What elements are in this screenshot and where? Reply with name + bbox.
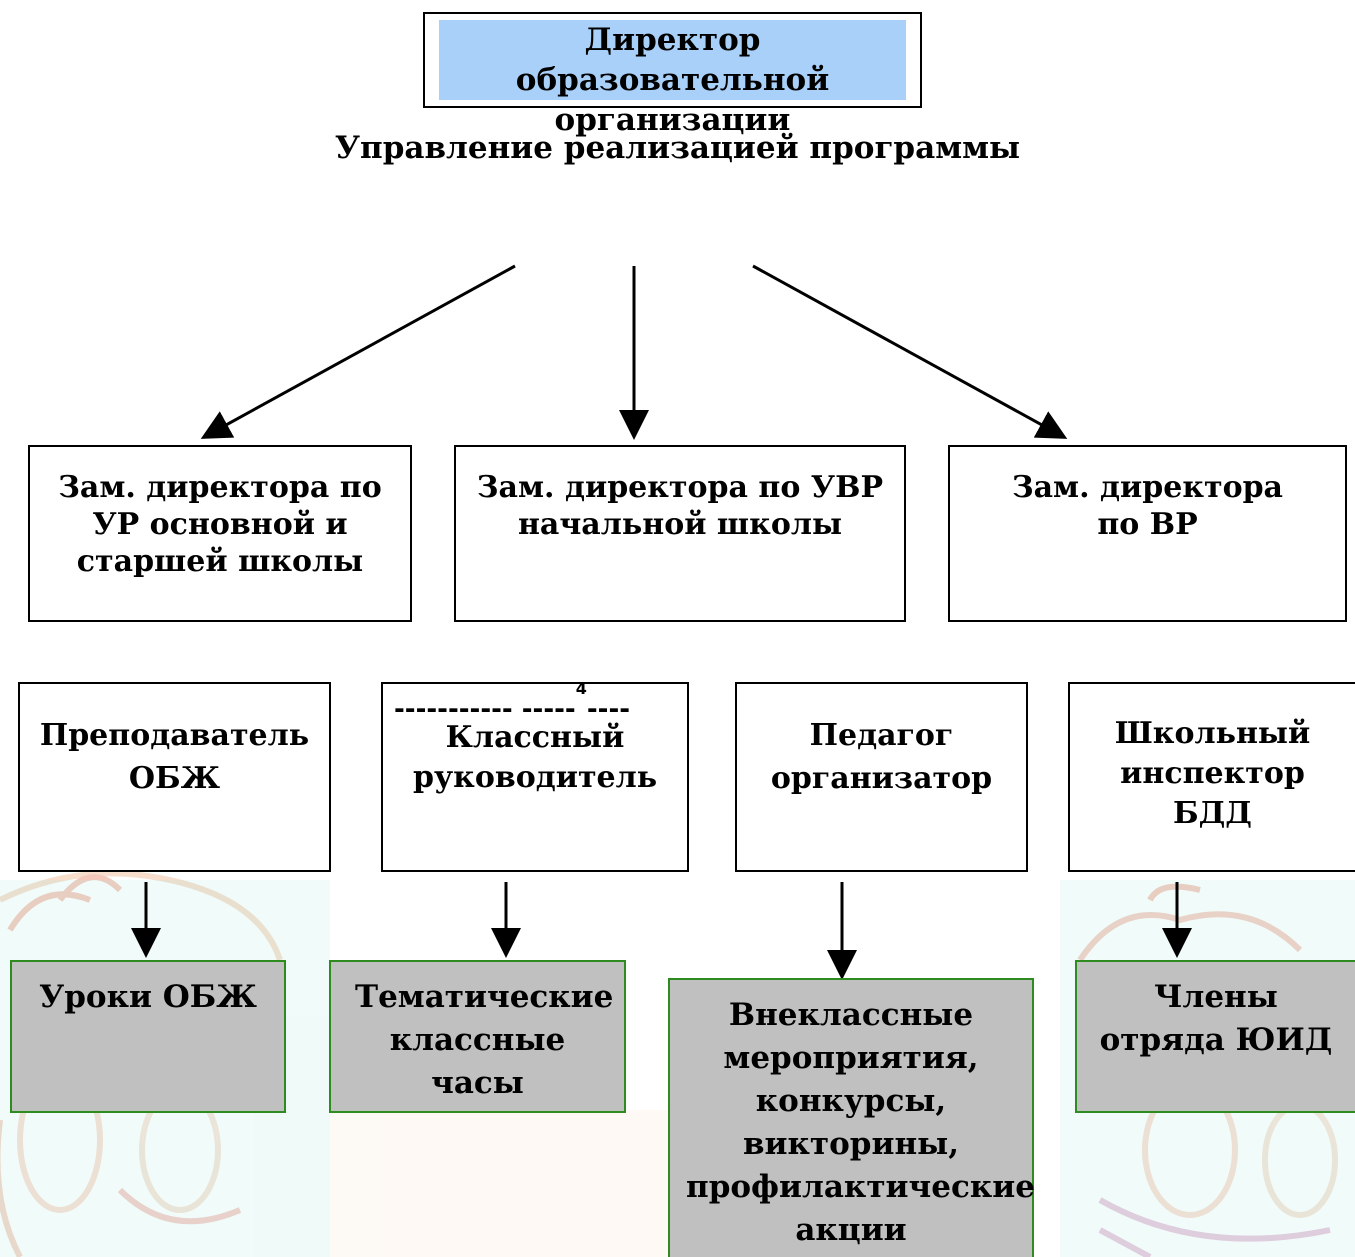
extracurricular-label: Внеклассные мероприятия, конкурсы, викто… [686,997,1035,1248]
pedagogue-organizer-box: Педагог организатор [735,682,1028,872]
director-box: Директор образовательной организации [423,12,922,138]
superscript-marker: 4 [575,679,587,698]
class-teacher-label: Классный руководитель [413,720,658,795]
deputy-vr-box: Зам. директора по ВР [948,445,1347,622]
traffic-inspector-box: Школьный инспектор БДД [1068,682,1355,872]
deputy-vr-label: Зам. директора по ВР [1011,470,1283,542]
deputy-uvr-label: Зам. директора по УВР начальной школы [476,470,884,542]
class-teacher-box: Классный руководитель [381,682,689,872]
deputy-ur-label: Зам. директора по УР основной и старшей … [58,470,382,579]
arrow-to-deputy-ur [200,264,516,439]
yuid-members-box: Члены отряда ЮИД [1075,960,1355,1113]
extracurricular-box: Внеклассные мероприятия, конкурсы, викто… [668,978,1035,1257]
dashed-marker: ----------- -----4---- [394,679,631,725]
obzh-lessons-box: Уроки ОБЖ [10,960,286,1113]
obzh-teacher-box: Преподаватель ОБЖ [18,682,331,872]
obzh-lessons-label: Уроки ОБЖ [39,979,257,1015]
arrow-to-deputy-vr [752,264,1068,439]
pedagogue-organizer-label: Педагог организатор [770,718,993,796]
deputy-uvr-box: Зам. директора по УВР начальной школы [454,445,906,622]
subtitle: Управление реализацией программы [334,130,1021,166]
yuid-members-label: Члены отряда ЮИД [1099,979,1333,1058]
class-hours-label: Тематические классные часы [355,979,614,1101]
class-hours-box: Тематические классные часы [329,960,626,1113]
obzh-teacher-label: Преподаватель ОБЖ [39,718,310,796]
deputy-ur-box: Зам. директора по УР основной и старшей … [28,445,412,622]
traffic-inspector-label: Школьный инспектор БДД [1114,716,1311,831]
director-label: Директор образовательной организации [439,20,906,138]
